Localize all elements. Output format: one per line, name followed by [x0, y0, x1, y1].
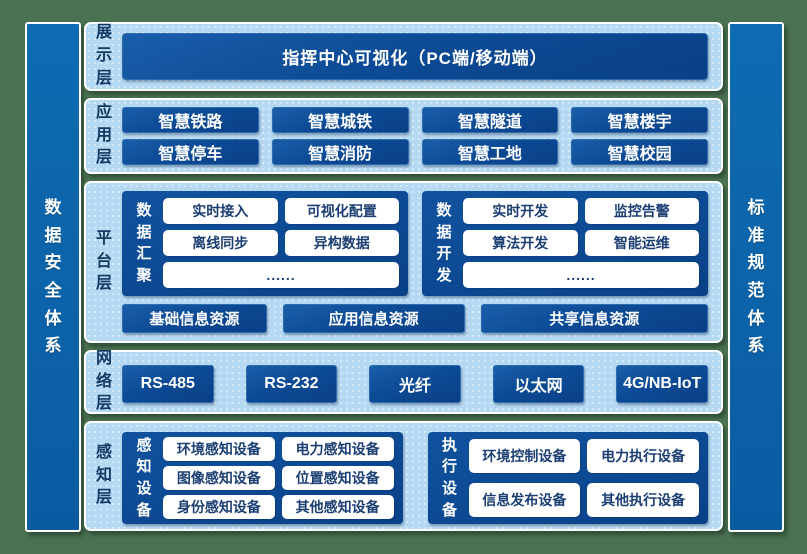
group-data-aggregation: 数据汇聚 实时接入 可视化配置 离线同步 异构数据 ...... [122, 191, 408, 296]
resource-application-info: 应用信息资源 [282, 303, 465, 333]
device-other-actuator: 其他执行设备 [587, 483, 699, 517]
group-actuator-devices: 执行设备 环境控制设备 电力执行设备 信息发布设备 其他执行设备 [427, 432, 708, 524]
device-power-sensing: 电力感知设备 [281, 437, 394, 461]
app-smart-parking: 智慧停车 [122, 139, 259, 165]
pillar-data-security: 数据安全体系 [25, 22, 81, 532]
device-power-actuator: 电力执行设备 [587, 439, 699, 473]
layer-perception-label: 感知层 [95, 443, 112, 507]
item-aggregation-more: ...... [163, 262, 399, 289]
device-env-sensing: 环境感知设备 [163, 437, 275, 461]
app-smart-building: 智慧楼宇 [571, 107, 708, 133]
resource-shared-info: 共享信息资源 [480, 303, 708, 333]
group-sensing-devices-label: 感知设备 [136, 436, 152, 519]
platform-resources-row: 基础信息资源 应用信息资源 共享信息资源 [122, 303, 708, 333]
network-4g-nbiot: 4G/NB-IoT [616, 365, 708, 403]
app-smart-tunnel: 智慧隧道 [421, 107, 559, 133]
group-data-aggregation-grid: 实时接入 可视化配置 离线同步 异构数据 ...... [163, 198, 399, 289]
network-ethernet: 以太网 [492, 365, 585, 403]
layer-application-label-col: 应用层 [86, 100, 122, 172]
layer-display-label-col: 展示层 [86, 24, 122, 89]
app-smart-metro: 智慧城铁 [271, 107, 409, 133]
item-heterogeneous-data: 异构数据 [284, 230, 399, 257]
device-other-sensing: 其他感知设备 [281, 495, 394, 519]
pillar-standards: 标准规范体系 [728, 22, 784, 532]
layer-platform-label: 平台层 [95, 229, 112, 293]
group-data-aggregation-label: 数据汇聚 [136, 201, 152, 285]
item-realtime-access: 实时接入 [163, 198, 278, 225]
group-data-development: 数据开发 实时开发 监控告警 算法开发 智能运维 ...... [422, 191, 708, 296]
layer-network-label-col: 网络层 [86, 350, 122, 412]
item-intelligent-ops: 智能运维 [584, 230, 699, 257]
device-info-publish: 信息发布设备 [468, 483, 581, 517]
group-data-development-label: 数据开发 [436, 201, 452, 285]
device-env-control: 环境控制设备 [468, 439, 581, 473]
app-smart-railway: 智慧铁路 [122, 107, 259, 133]
application-row-1: 智慧铁路 智慧城铁 智慧隧道 智慧楼宇 [122, 107, 708, 133]
item-monitor-alert: 监控告警 [584, 198, 699, 225]
layer-application-body: 智慧铁路 智慧城铁 智慧隧道 智慧楼宇 智慧停车 智慧消防 智慧工地 智慧校园 [122, 100, 721, 172]
layer-network: 网络层 RS-485 RS-232 光纤 以太网 4G/NB-IoT [84, 350, 723, 414]
layers-column: 展示层 指挥中心可视化（PC端/移动端） 应用层 智慧铁路 智慧城铁 智慧隧道 … [84, 22, 723, 531]
layer-perception: 感知层 感知设备 环境感知设备 电力感知设备 图像感知设备 位置感知设备 身份感… [84, 421, 723, 531]
layer-display-label: 展示层 [95, 24, 112, 87]
group-actuator-devices-grid: 环境控制设备 电力执行设备 信息发布设备 其他执行设备 [468, 439, 699, 517]
network-rs485: RS-485 [122, 365, 214, 403]
item-development-more: ...... [463, 262, 699, 289]
layer-network-label: 网络层 [95, 349, 112, 413]
app-smart-fire: 智慧消防 [271, 139, 409, 165]
layer-platform-body: 数据汇聚 实时接入 可视化配置 离线同步 异构数据 ...... 数据开发 实时… [122, 183, 721, 341]
pillar-data-security-label: 数据安全体系 [44, 198, 62, 356]
device-location-sensing: 位置感知设备 [281, 466, 394, 490]
layer-perception-body: 感知设备 环境感知设备 电力感知设备 图像感知设备 位置感知设备 身份感知设备 … [122, 423, 721, 529]
layer-display: 展示层 指挥中心可视化（PC端/移动端） [84, 22, 723, 91]
resource-basic-info: 基础信息资源 [122, 303, 267, 333]
layer-platform-label-col: 平台层 [86, 183, 122, 341]
group-sensing-devices: 感知设备 环境感知设备 电力感知设备 图像感知设备 位置感知设备 身份感知设备 … [122, 432, 403, 524]
item-realtime-dev: 实时开发 [463, 198, 578, 225]
item-algorithm-dev: 算法开发 [463, 230, 578, 257]
app-smart-site: 智慧工地 [421, 139, 559, 165]
device-identity-sensing: 身份感知设备 [163, 495, 275, 519]
application-row-2: 智慧停车 智慧消防 智慧工地 智慧校园 [122, 139, 708, 165]
network-fiber: 光纤 [369, 365, 461, 403]
group-actuator-devices-label: 执行设备 [441, 436, 457, 519]
app-smart-campus: 智慧校园 [571, 139, 708, 165]
layer-network-body: RS-485 RS-232 光纤 以太网 4G/NB-IoT [122, 352, 721, 412]
group-data-development-grid: 实时开发 监控告警 算法开发 智能运维 ...... [463, 198, 699, 289]
layer-perception-label-col: 感知层 [86, 423, 122, 529]
layer-application-label: 应用层 [95, 103, 112, 167]
network-rs232: RS-232 [245, 365, 338, 403]
pillar-standards-label: 标准规范体系 [747, 198, 765, 356]
device-image-sensing: 图像感知设备 [163, 466, 275, 490]
layer-platform: 平台层 数据汇聚 实时接入 可视化配置 离线同步 异构数据 ...... [84, 181, 723, 343]
command-center-visualization-box: 指挥中心可视化（PC端/移动端） [122, 33, 708, 80]
layer-display-body: 指挥中心可视化（PC端/移动端） [122, 24, 721, 89]
platform-groups-row: 数据汇聚 实时接入 可视化配置 离线同步 异构数据 ...... 数据开发 实时… [122, 191, 708, 296]
group-sensing-devices-grid: 环境感知设备 电力感知设备 图像感知设备 位置感知设备 身份感知设备 其他感知设… [163, 437, 394, 519]
layer-application: 应用层 智慧铁路 智慧城铁 智慧隧道 智慧楼宇 智慧停车 智慧消防 智慧工地 智… [84, 98, 723, 174]
item-offline-sync: 离线同步 [163, 230, 278, 257]
item-visual-config: 可视化配置 [284, 198, 399, 225]
